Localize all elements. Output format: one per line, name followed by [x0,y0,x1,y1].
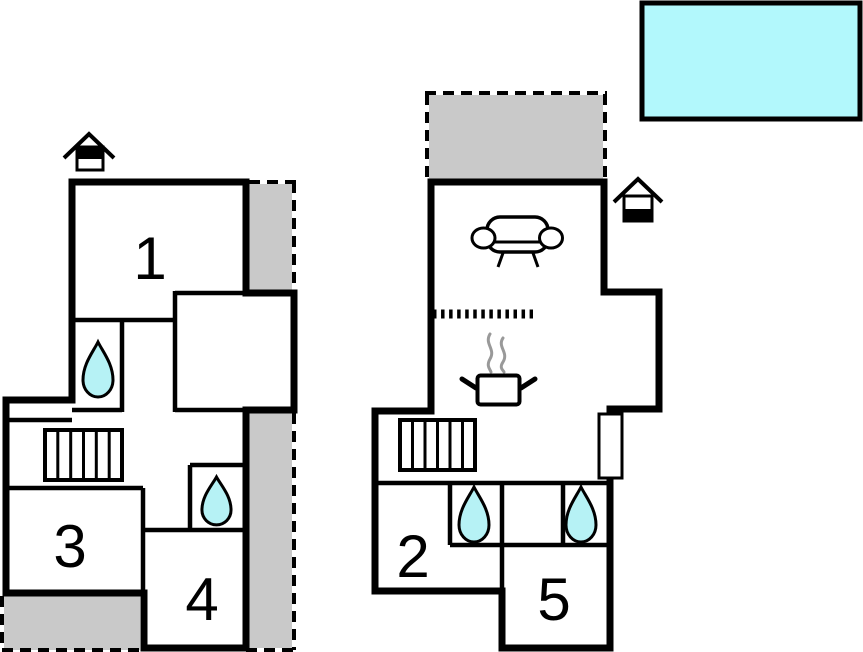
entrance-house-icon [612,176,664,223]
room-label-5: 5 [537,566,570,633]
door-leaf-icon [597,412,624,480]
stove-icon [459,332,538,407]
terrace-dashed-border [425,91,607,179]
terrace-dashed-border [0,596,142,652]
right-unit: 2 5 [371,91,664,652]
sofa-icon [470,215,564,268]
terrace-dashed-border [246,413,296,652]
stairs-icon [398,418,477,472]
shaded-terrace-area [249,184,292,290]
interior-walls [375,480,607,591]
stairs-icon [43,428,124,482]
terrace-dashed-border [249,180,296,290]
shaded-terrace-area [249,413,292,648]
steam-lines [486,332,507,374]
interior-walls [6,290,294,648]
shaded-terrace-area [429,95,603,179]
room-label-4: 4 [185,566,218,633]
room-label-2: 2 [396,523,429,590]
shaded-terrace-area [4,596,140,650]
room-label-3: 3 [53,513,86,580]
entrance-house-icon [62,131,116,172]
swimming-pool [639,0,863,122]
left-unit: 1 3 4 [0,131,298,652]
room-label-1: 1 [133,225,166,292]
